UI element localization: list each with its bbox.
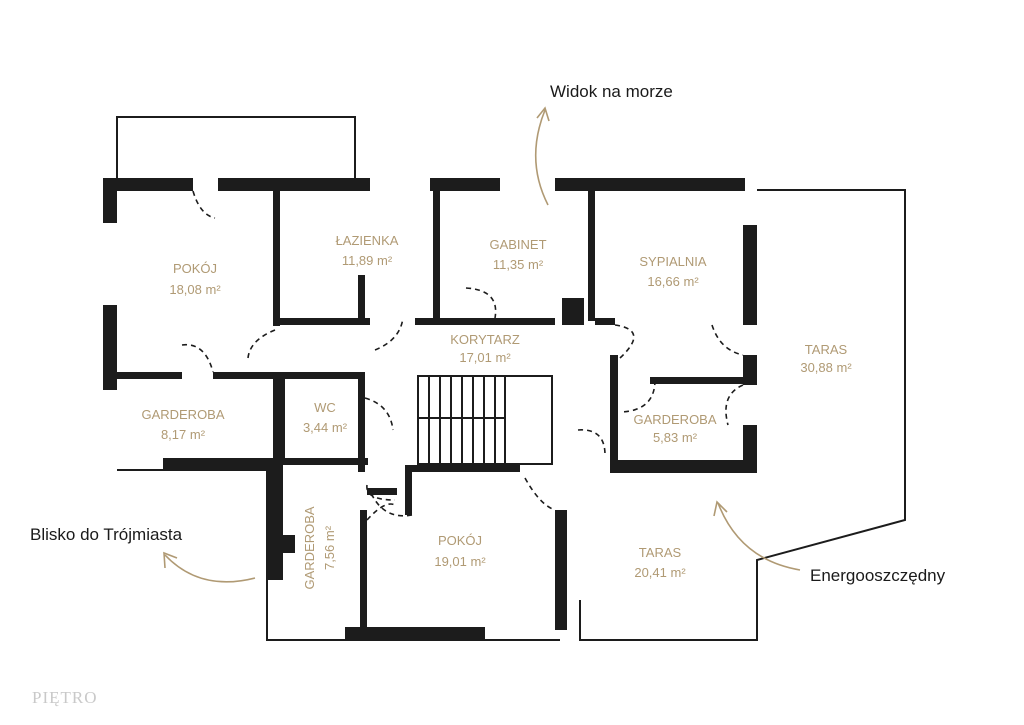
- svg-text:30,88 m²: 30,88 m²: [800, 360, 852, 375]
- svg-text:KORYTARZ: KORYTARZ: [450, 332, 520, 347]
- svg-text:7,56 m²: 7,56 m²: [322, 525, 337, 570]
- room-taras-2: TARAS 20,41 m²: [634, 545, 686, 580]
- balcony-outline: [116, 116, 356, 178]
- room-wc: WC 3,44 m²: [303, 400, 348, 435]
- room-taras-1: TARAS 30,88 m²: [800, 342, 852, 375]
- arrow-icon: [534, 106, 550, 206]
- svg-text:16,66 m²: 16,66 m²: [647, 274, 699, 289]
- room-garderoba-1: GARDEROBA 8,17 m²: [141, 407, 224, 442]
- annotation-energy-efficient: Energooszczędny: [810, 566, 946, 585]
- terrace-outline: [579, 189, 906, 641]
- svg-text:POKÓJ: POKÓJ: [173, 261, 217, 276]
- annotation-sea-view: Widok na morze: [550, 82, 673, 101]
- room-garderoba-3: GARDEROBA 7,56 m²: [302, 506, 337, 589]
- annotation-near-tricity: Blisko do Trójmiasta: [30, 525, 183, 544]
- svg-text:3,44 m²: 3,44 m²: [303, 420, 348, 435]
- arrow-icon: [163, 551, 256, 583]
- svg-text:TARAS: TARAS: [805, 342, 848, 357]
- svg-text:17,01 m²: 17,01 m²: [459, 350, 511, 365]
- svg-text:TARAS: TARAS: [639, 545, 682, 560]
- svg-text:WC: WC: [314, 400, 336, 415]
- svg-text:GARDEROBA: GARDEROBA: [141, 407, 224, 422]
- svg-text:SYPIALNIA: SYPIALNIA: [639, 254, 707, 269]
- svg-text:8,17 m²: 8,17 m²: [161, 427, 206, 442]
- walls: [103, 178, 757, 640]
- svg-text:19,01 m²: 19,01 m²: [434, 554, 486, 569]
- room-pokoj-1: POKÓJ 18,08 m²: [169, 261, 221, 297]
- svg-text:ŁAZIENKA: ŁAZIENKA: [336, 233, 399, 248]
- svg-text:18,08 m²: 18,08 m²: [169, 282, 221, 297]
- room-garderoba-2: GARDEROBA 5,83 m²: [633, 412, 716, 445]
- svg-text:5,83 m²: 5,83 m²: [653, 430, 698, 445]
- room-pokoj-2: POKÓJ 19,01 m²: [434, 533, 486, 569]
- room-gabinet: GABINET 11,35 m²: [489, 237, 546, 272]
- floor-label: PIĘTRO: [32, 688, 98, 707]
- svg-text:GABINET: GABINET: [489, 237, 546, 252]
- door-swings: [181, 190, 744, 521]
- staircase: [417, 375, 553, 465]
- arrow-icon: [713, 500, 801, 571]
- room-lazienka: ŁAZIENKA 11,89 m²: [336, 233, 399, 268]
- svg-text:20,41 m²: 20,41 m²: [634, 565, 686, 580]
- svg-text:11,35 m²: 11,35 m²: [493, 257, 544, 272]
- svg-text:GARDEROBA: GARDEROBA: [633, 412, 716, 427]
- room-korytarz: KORYTARZ 17,01 m²: [450, 332, 520, 365]
- svg-text:11,89 m²: 11,89 m²: [342, 253, 393, 268]
- svg-text:POKÓJ: POKÓJ: [438, 533, 482, 548]
- svg-text:GARDEROBA: GARDEROBA: [302, 506, 317, 589]
- room-sypialnia: SYPIALNIA 16,66 m²: [639, 254, 707, 289]
